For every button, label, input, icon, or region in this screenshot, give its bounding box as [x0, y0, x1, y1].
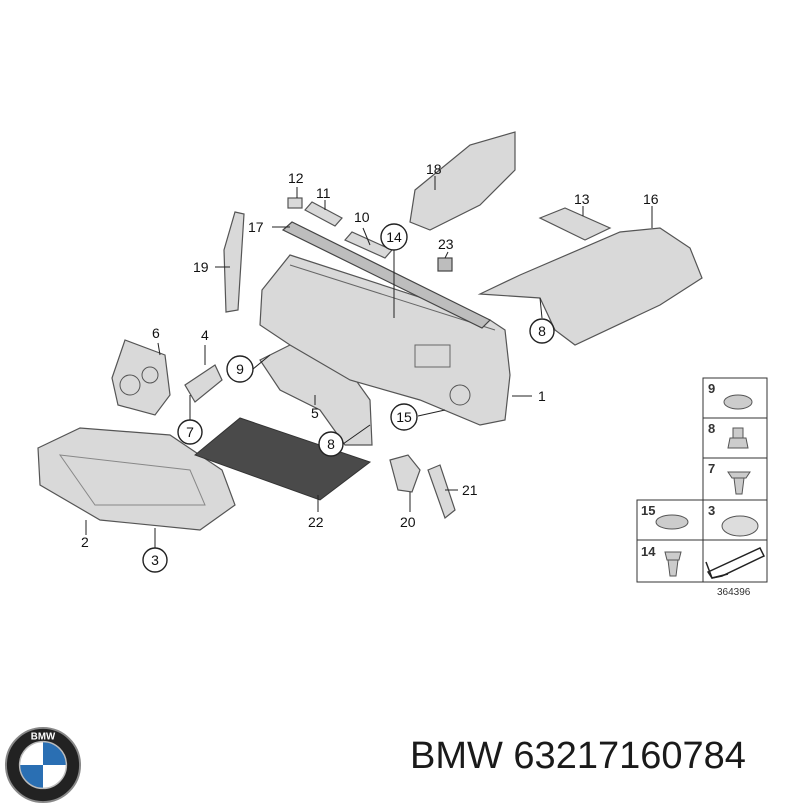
callout-18: 18 [426, 161, 442, 177]
svg-text:7: 7 [186, 424, 194, 440]
part-20-bracket [389, 454, 421, 493]
callout-9-circle: 9 [226, 355, 254, 383]
svg-text:9: 9 [236, 361, 244, 377]
part-4-bracket [184, 364, 223, 403]
legend-3: 3 [708, 503, 715, 518]
callout-12: 12 [288, 170, 304, 186]
callout-8-circle-right: 8 [529, 318, 555, 344]
fastener-legend: 9 8 7 15 3 14 [636, 377, 768, 583]
svg-text:8: 8 [327, 436, 335, 452]
callout-14-circle: 14 [380, 223, 408, 251]
part-number-caption: BMW 63217160784 [410, 735, 746, 777]
svg-text:14: 14 [386, 229, 402, 245]
part-2-plate [37, 427, 236, 531]
part-19-strip [223, 211, 245, 313]
callout-23: 23 [438, 236, 454, 252]
legend-15: 15 [641, 503, 655, 518]
callout-22: 22 [308, 514, 324, 530]
legend-9: 9 [708, 381, 715, 396]
part-17-strip [281, 221, 492, 329]
part-13-bracket [538, 207, 612, 241]
part-16-insulation [477, 227, 703, 346]
clip-8-icon [727, 427, 749, 449]
callout-16: 16 [643, 191, 659, 207]
callout-3-circle: 3 [142, 547, 168, 573]
callout-6: 6 [152, 325, 160, 341]
part-11-strip [304, 201, 343, 227]
part-12-clip [287, 197, 303, 209]
callout-2: 2 [81, 534, 89, 550]
callout-13: 13 [574, 191, 590, 207]
callout-15-circle: 15 [390, 403, 418, 431]
svg-text:8: 8 [538, 323, 546, 339]
svg-text:15: 15 [396, 409, 412, 425]
clip-15-icon [655, 514, 689, 530]
part-23-cube [437, 257, 453, 272]
svg-text:BMW: BMW [31, 732, 56, 743]
callout-20: 20 [400, 514, 416, 530]
callout-7-circle: 7 [177, 419, 203, 445]
legend-7: 7 [708, 461, 715, 476]
callout-4: 4 [201, 327, 209, 343]
bmw-logo: BMW [4, 726, 82, 804]
callout-1: 1 [538, 388, 546, 404]
nut-9-icon [723, 394, 753, 410]
callout-11: 11 [316, 185, 331, 201]
part-21-bracket [427, 464, 456, 519]
rivet-7-icon [727, 471, 751, 495]
part-22-mat [194, 417, 372, 501]
part-6-panel [111, 339, 171, 416]
clip-14-icon [664, 551, 682, 577]
part-18-pad [409, 131, 516, 231]
svg-text:3: 3 [151, 552, 159, 568]
plug-3-icon [721, 515, 759, 537]
callout-17: 17 [248, 219, 264, 235]
legend-8: 8 [708, 421, 715, 436]
leader-lines [85, 176, 653, 548]
diagram-number: 364396 [717, 587, 751, 598]
callout-8-circle-left: 8 [318, 431, 344, 457]
callout-10: 10 [354, 209, 370, 225]
callout-5: 5 [311, 405, 319, 421]
callout-21: 21 [462, 482, 478, 498]
legend-14: 14 [641, 544, 656, 559]
callout-19: 19 [193, 259, 209, 275]
